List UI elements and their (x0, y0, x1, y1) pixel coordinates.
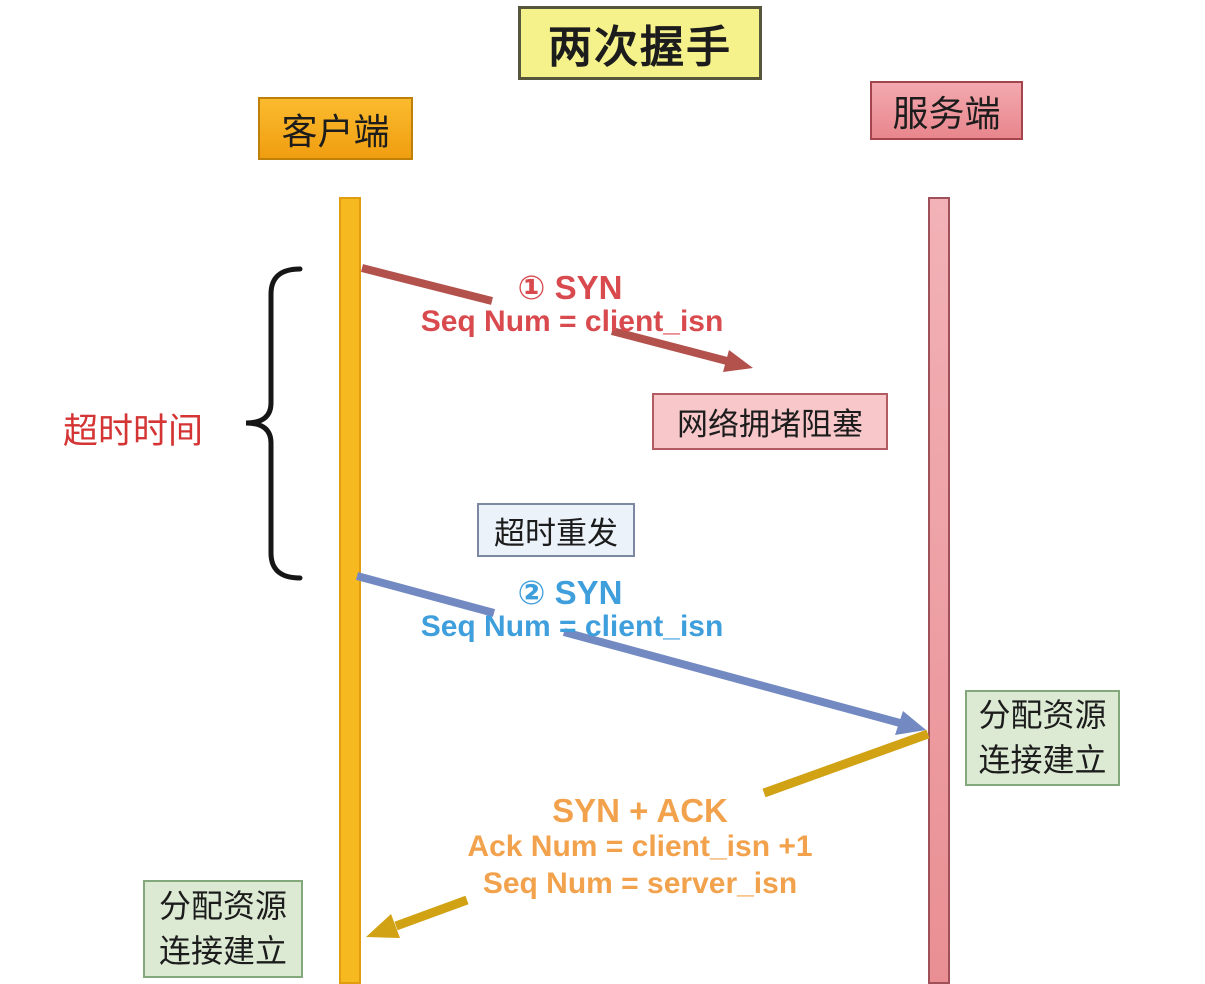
synack-seqnum-label: Seq Num = server_isn (482, 867, 798, 900)
server-established-box: 分配资源 连接建立 (965, 690, 1120, 786)
server-established-line1: 分配资源 (978, 697, 1107, 733)
syn1-seq-label: Seq Num = client_isn (420, 305, 724, 338)
synack-arrow-segment-1 (762, 729, 930, 798)
synack-arrow-segment-2 (394, 895, 469, 931)
client-established-box: 分配资源 连接建立 (143, 880, 303, 978)
server-actor-label: 服务端 (870, 81, 1023, 140)
syn2-arrowhead (895, 711, 926, 735)
diagram-title: 两次握手 (518, 6, 762, 80)
syn1-arrowhead (723, 350, 753, 372)
syn2-arrow-segment-2 (562, 628, 902, 727)
syn2-seq-label: Seq Num = client_isn (420, 610, 724, 643)
synack-title-label: SYN + ACK (552, 792, 728, 829)
synack-arrowhead (366, 914, 400, 938)
server-established-line2: 连接建立 (978, 742, 1107, 778)
timeout-retransmit-box: 超时重发 (477, 503, 635, 557)
syn1-step-label: ① SYN (517, 269, 623, 306)
client-established-line1: 分配资源 (158, 888, 287, 924)
network-congestion-box: 网络拥堵阻塞 (652, 393, 888, 450)
timeout-duration-label: 超时时间 (62, 412, 203, 451)
synack-acknum-label: Ack Num = client_isn +1 (467, 830, 813, 863)
client-lifeline (339, 197, 361, 984)
server-lifeline (928, 197, 950, 984)
syn2-step-label: ② SYN (517, 574, 623, 611)
timeout-brace (245, 266, 303, 581)
client-actor-label: 客户端 (258, 97, 413, 160)
client-established-line2: 连接建立 (158, 933, 287, 969)
